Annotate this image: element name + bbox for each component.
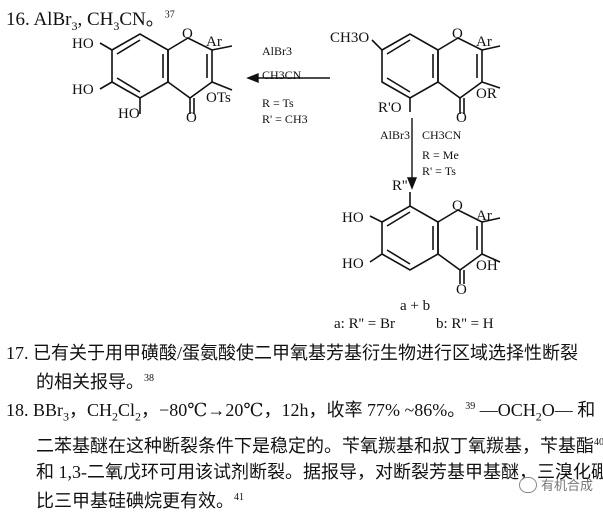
arrow-down <box>406 118 418 190</box>
label-ring-o: O <box>182 26 193 42</box>
item-18: 18. BBr3，CH2Cl2，−80℃→20℃，12h，收率 77% ~86%… <box>6 394 603 514</box>
label-ho-b2: HO <box>342 256 364 272</box>
item-18-line-2: 二苯基醚在这种断裂条件下是稳定的。苄氧羰基和叔丁氧羰基，苄基酯40 <box>36 435 603 456</box>
item-17: 17. 已有关于用甲磺酸/蛋氨酸使二甲氧基芳基衍生物进行区域选择性断裂 的相关报… <box>6 340 578 395</box>
item-16-header: 16. AlBr3, CH3CN。37 <box>6 9 175 33</box>
label-carbonyl-o-start: O <box>456 110 467 126</box>
label-ring-o-b: O <box>452 198 463 214</box>
reagent-albr3: AlBr3 <box>33 9 78 33</box>
label-option-b: b: R'' = H <box>436 316 494 332</box>
item-18-line-4: 比三甲基硅碘烷更有效。41 <box>36 490 244 511</box>
ref-38: 38 <box>144 373 154 384</box>
label-carbonyl-o: O <box>186 110 197 126</box>
label-carbonyl-o-b: O <box>456 282 467 298</box>
ref-37: 37 <box>164 9 175 21</box>
ref-41: 41 <box>234 491 244 503</box>
label-a-plus-b: a + b <box>400 298 431 314</box>
label-or: OR <box>476 86 497 102</box>
reagent-ch3cn: CH3CN <box>86 9 146 33</box>
product-bottom-structure <box>369 192 501 284</box>
label-ch3o: CH3O <box>330 30 370 46</box>
label-option-a: a: R'' = Br <box>334 316 395 332</box>
scheme-labels: HO HO HO Ar OTs O O AlBr3 CH3CN R = Ts R… <box>72 26 498 332</box>
item-18-line-1: 18. BBr3，CH2Cl2，−80℃→20℃，12h，收率 77% ~86%… <box>6 400 596 424</box>
reaction-scheme <box>99 33 501 284</box>
label-r-double-prime: R'' <box>392 178 408 194</box>
item-number: 16. <box>6 9 30 30</box>
arrow-down-condition-1: R = Me <box>422 148 459 162</box>
label-ar-start: Ar <box>476 34 492 50</box>
label-ar-b: Ar <box>476 208 492 224</box>
label-ho-2: HO <box>72 82 94 98</box>
label-ring-o-start: O <box>452 26 463 42</box>
start-structure <box>371 33 501 114</box>
product-left-structure <box>99 33 233 114</box>
label-r-prime-o: R'O <box>378 100 402 116</box>
scheme-bonds <box>99 33 501 284</box>
label-ho-3: HO <box>118 106 140 122</box>
label-ar: Ar <box>206 34 222 50</box>
arrow-down-condition-2: R' = Ts <box>422 164 456 178</box>
arrow-left <box>246 72 330 84</box>
item-17-line-2: 的相关报导。38 <box>36 372 154 392</box>
arrow-down-reagent-1: AlBr3 <box>380 128 410 142</box>
item-18-line-3: 和 1,3-二氧戊环可用该试剂断裂。据报导，对断裂芳基甲基醚，三溴化硼 <box>36 461 603 482</box>
label-oh-b: OH <box>476 258 498 274</box>
ref-39: 39 <box>465 401 476 412</box>
ref-40: 40 <box>594 436 603 448</box>
arrow-left-reagent-1: AlBr3 <box>262 44 292 58</box>
arrow-down-reagent-2: CH3CN <box>422 128 462 142</box>
watermark: 有机合成 <box>518 475 593 494</box>
arrow-left-condition-1: R = Ts <box>262 96 294 110</box>
chat-bubble-icon <box>518 476 537 493</box>
label-ho-1: HO <box>72 36 94 52</box>
arrow-left-reagent-2: CH3CN <box>262 68 302 82</box>
arrow-left-condition-2: R' = CH3 <box>262 112 308 126</box>
label-ots: OTs <box>206 90 231 106</box>
item-17-line-1: 17. 已有关于用甲磺酸/蛋氨酸使二甲氧基芳基衍生物进行区域选择性断裂 <box>6 343 578 363</box>
label-ho-b1: HO <box>342 210 364 226</box>
